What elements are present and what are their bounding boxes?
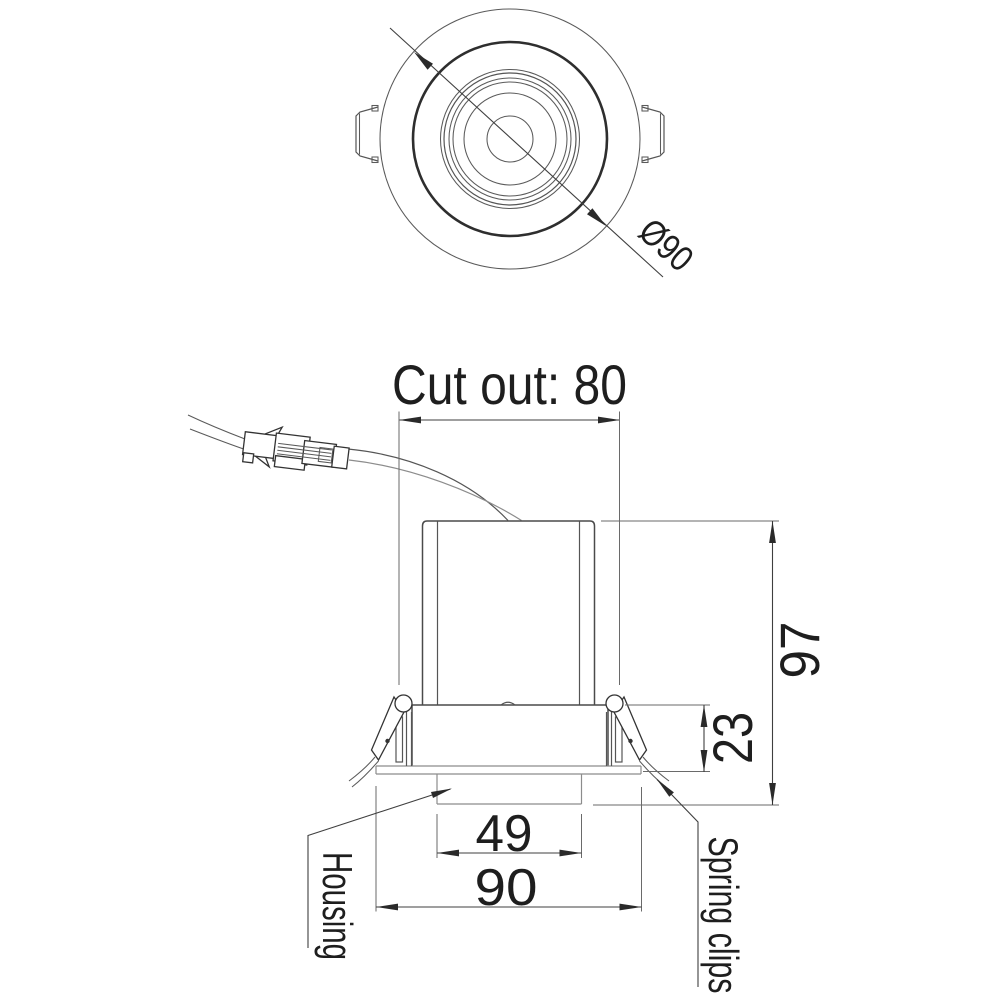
clip-pivot-right bbox=[605, 694, 624, 713]
leader-spring-clips: Spring clips bbox=[656, 779, 747, 994]
clip-pivot-left bbox=[394, 694, 413, 713]
connector-inner-frame bbox=[317, 446, 334, 464]
flange-width-label: 90 bbox=[475, 859, 538, 917]
lens-bezel bbox=[436, 774, 583, 805]
spring-clip-left bbox=[348, 694, 413, 788]
ceiling-flange bbox=[375, 765, 642, 775]
connector-pins bbox=[276, 442, 332, 461]
housing-body bbox=[421, 520, 596, 705]
clip-wire-left bbox=[348, 756, 376, 782]
connector-notch bbox=[241, 451, 255, 464]
dimension-flange-width: 90 bbox=[375, 786, 642, 917]
lens-ring-circle-2 bbox=[443, 72, 577, 206]
cutout-label: Cut out: 80 bbox=[392, 353, 627, 416]
top-view: Ø90 bbox=[355, 8, 702, 279]
dimension-lens-width: 49 bbox=[436, 805, 582, 863]
diameter-dimension: Ø90 bbox=[389, 27, 702, 279]
overall-height-label: 97 bbox=[768, 622, 831, 679]
diameter-label: Ø90 bbox=[631, 210, 702, 279]
leader-housing: Housing bbox=[307, 788, 452, 960]
lens-ring-circle-1 bbox=[439, 68, 581, 210]
trim-ring-circle bbox=[411, 40, 609, 238]
right-tab bbox=[641, 104, 665, 164]
front-view bbox=[187, 414, 670, 805]
tilt-pivot-bump bbox=[500, 701, 516, 706]
power-cable bbox=[187, 414, 522, 522]
led-circle bbox=[486, 115, 534, 163]
lens-width-label: 49 bbox=[476, 805, 533, 863]
reflector-circle bbox=[463, 92, 557, 186]
dimension-trim-height: 23 bbox=[625, 704, 764, 772]
left-tab bbox=[355, 104, 379, 164]
spring-clip-right bbox=[605, 694, 670, 788]
clip-wire-right bbox=[642, 756, 670, 782]
trim-ring bbox=[411, 701, 609, 766]
lens-ring-circle-3 bbox=[448, 77, 572, 201]
dimension-overall-height: 97 bbox=[593, 520, 831, 806]
flange-outer-circle bbox=[379, 8, 641, 270]
connector-end-cap bbox=[330, 445, 350, 470]
diameter-arrow-upper bbox=[414, 52, 433, 70]
wire-connector bbox=[241, 425, 350, 471]
dimension-cutout: Cut out: 80 bbox=[392, 353, 627, 685]
trim-height-label: 23 bbox=[701, 712, 764, 764]
diameter-arrow-lower bbox=[587, 208, 606, 226]
housing-label: Housing bbox=[314, 852, 361, 960]
lens-ring-circle-4 bbox=[452, 81, 568, 197]
connector-lower-tab bbox=[273, 454, 307, 471]
spring-clips-label: Spring clips bbox=[700, 837, 747, 994]
